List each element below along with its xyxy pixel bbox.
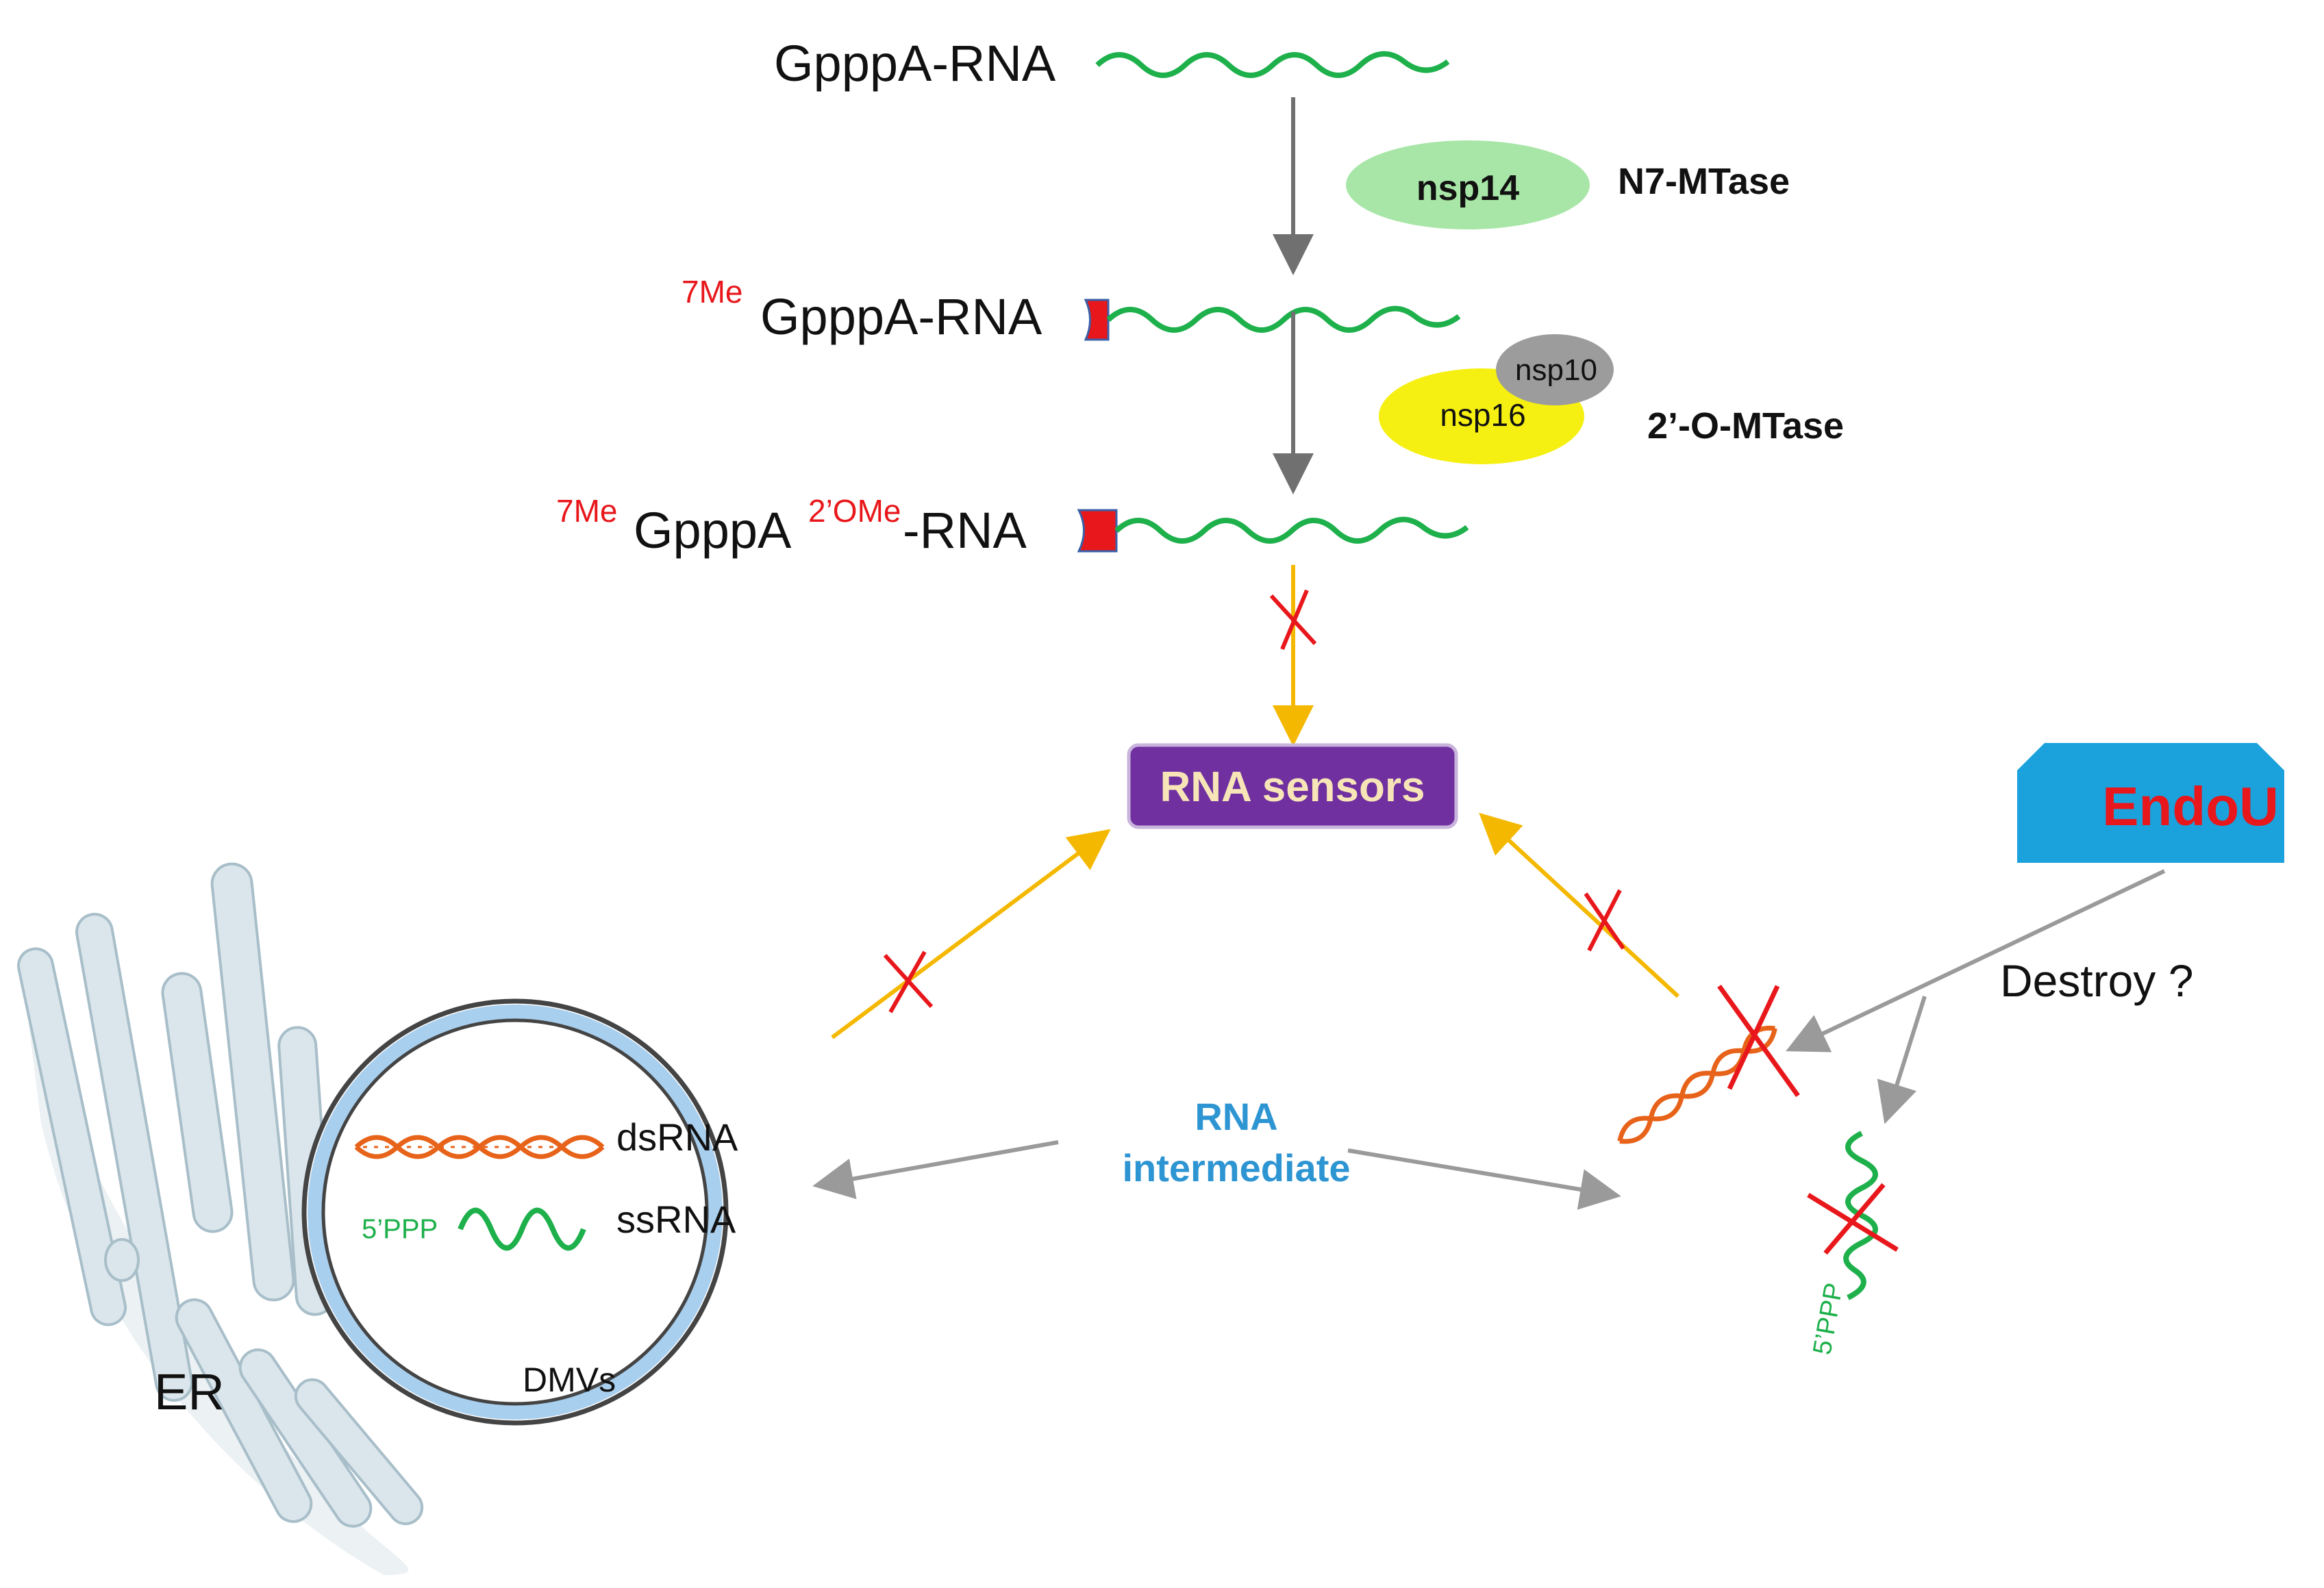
blocked-cross-icon [1269, 589, 1317, 651]
rna-strand-3 [1114, 516, 1469, 544]
dmv-label: DMVs [523, 1361, 616, 1399]
blocked-cross-icon [1584, 889, 1625, 952]
rna-sensors-label: RNA sensors [1160, 764, 1425, 811]
arrow-endou-to-ssrna [1877, 996, 1927, 1124]
arrow-intermediate-to-cytosol [1347, 1148, 1621, 1210]
released-ppp-label: 5’PPP [1808, 1281, 1849, 1357]
nsp10-label: nsp10 [1515, 353, 1597, 387]
nsp10-shape [1496, 334, 1614, 405]
arrow-intermediate-to-dmv [812, 1140, 1059, 1200]
2-o-mtase-label: 2’-O-MTase [1647, 405, 1844, 446]
degraded-cross-icon [1807, 1183, 1899, 1255]
endou-shape [2017, 743, 2284, 863]
step3-superscript2: 2’OMe [808, 493, 901, 529]
rna-strand-1 [1095, 51, 1450, 78]
dsrna-helix-icon [354, 1135, 605, 1159]
nsp14-shape [1346, 140, 1590, 229]
nsp16-label: nsp16 [1440, 397, 1525, 433]
degraded-ssrna-icon [1843, 1131, 1878, 1300]
rna-sensors-box [1127, 743, 1458, 829]
dsrna-label: dsRNA [616, 1116, 738, 1159]
ssrna-strand-icon [458, 1207, 586, 1251]
er-label: ER [154, 1363, 225, 1420]
dmv-vesicle [301, 998, 729, 1426]
dmv-ppp-label: 5’PPP [362, 1214, 438, 1244]
rna-intermediate-line2: intermediate [1123, 1146, 1351, 1189]
gpppa-rna-label: GpppA-RNA [774, 35, 1056, 92]
step3-label-b: -RNA [903, 502, 1027, 559]
blocked-cross-icon [883, 950, 934, 1013]
ssrna-label: ssRNA [616, 1198, 736, 1241]
rna-strand-2 [1106, 305, 1461, 333]
destroy-label: Destroy ? [2000, 955, 2193, 1006]
step3-superscript: 7Me [556, 493, 617, 529]
m7g-cap-icon [1084, 299, 1110, 341]
degraded-cross-icon [1717, 984, 1800, 1098]
arrow-dmv-to-sensors [831, 829, 1111, 1039]
step2-superscript: 7Me [682, 274, 742, 310]
step3-label-a: GpppA [634, 502, 792, 559]
endou-label: EndoU [2102, 776, 2279, 837]
rna-intermediate-line1: RNA [1195, 1095, 1277, 1138]
n7-mtase-label: N7-MTase [1618, 161, 1790, 202]
arrow-endou-to-dsrna [1786, 869, 2166, 1053]
nsp14-label: nsp14 [1416, 168, 1519, 208]
arrow-degraded-to-sensors [1479, 812, 1680, 998]
m7g-2ome-cap-icon [1077, 509, 1118, 553]
7me-gpppa-rna-label: GpppA-RNA [760, 288, 1042, 345]
